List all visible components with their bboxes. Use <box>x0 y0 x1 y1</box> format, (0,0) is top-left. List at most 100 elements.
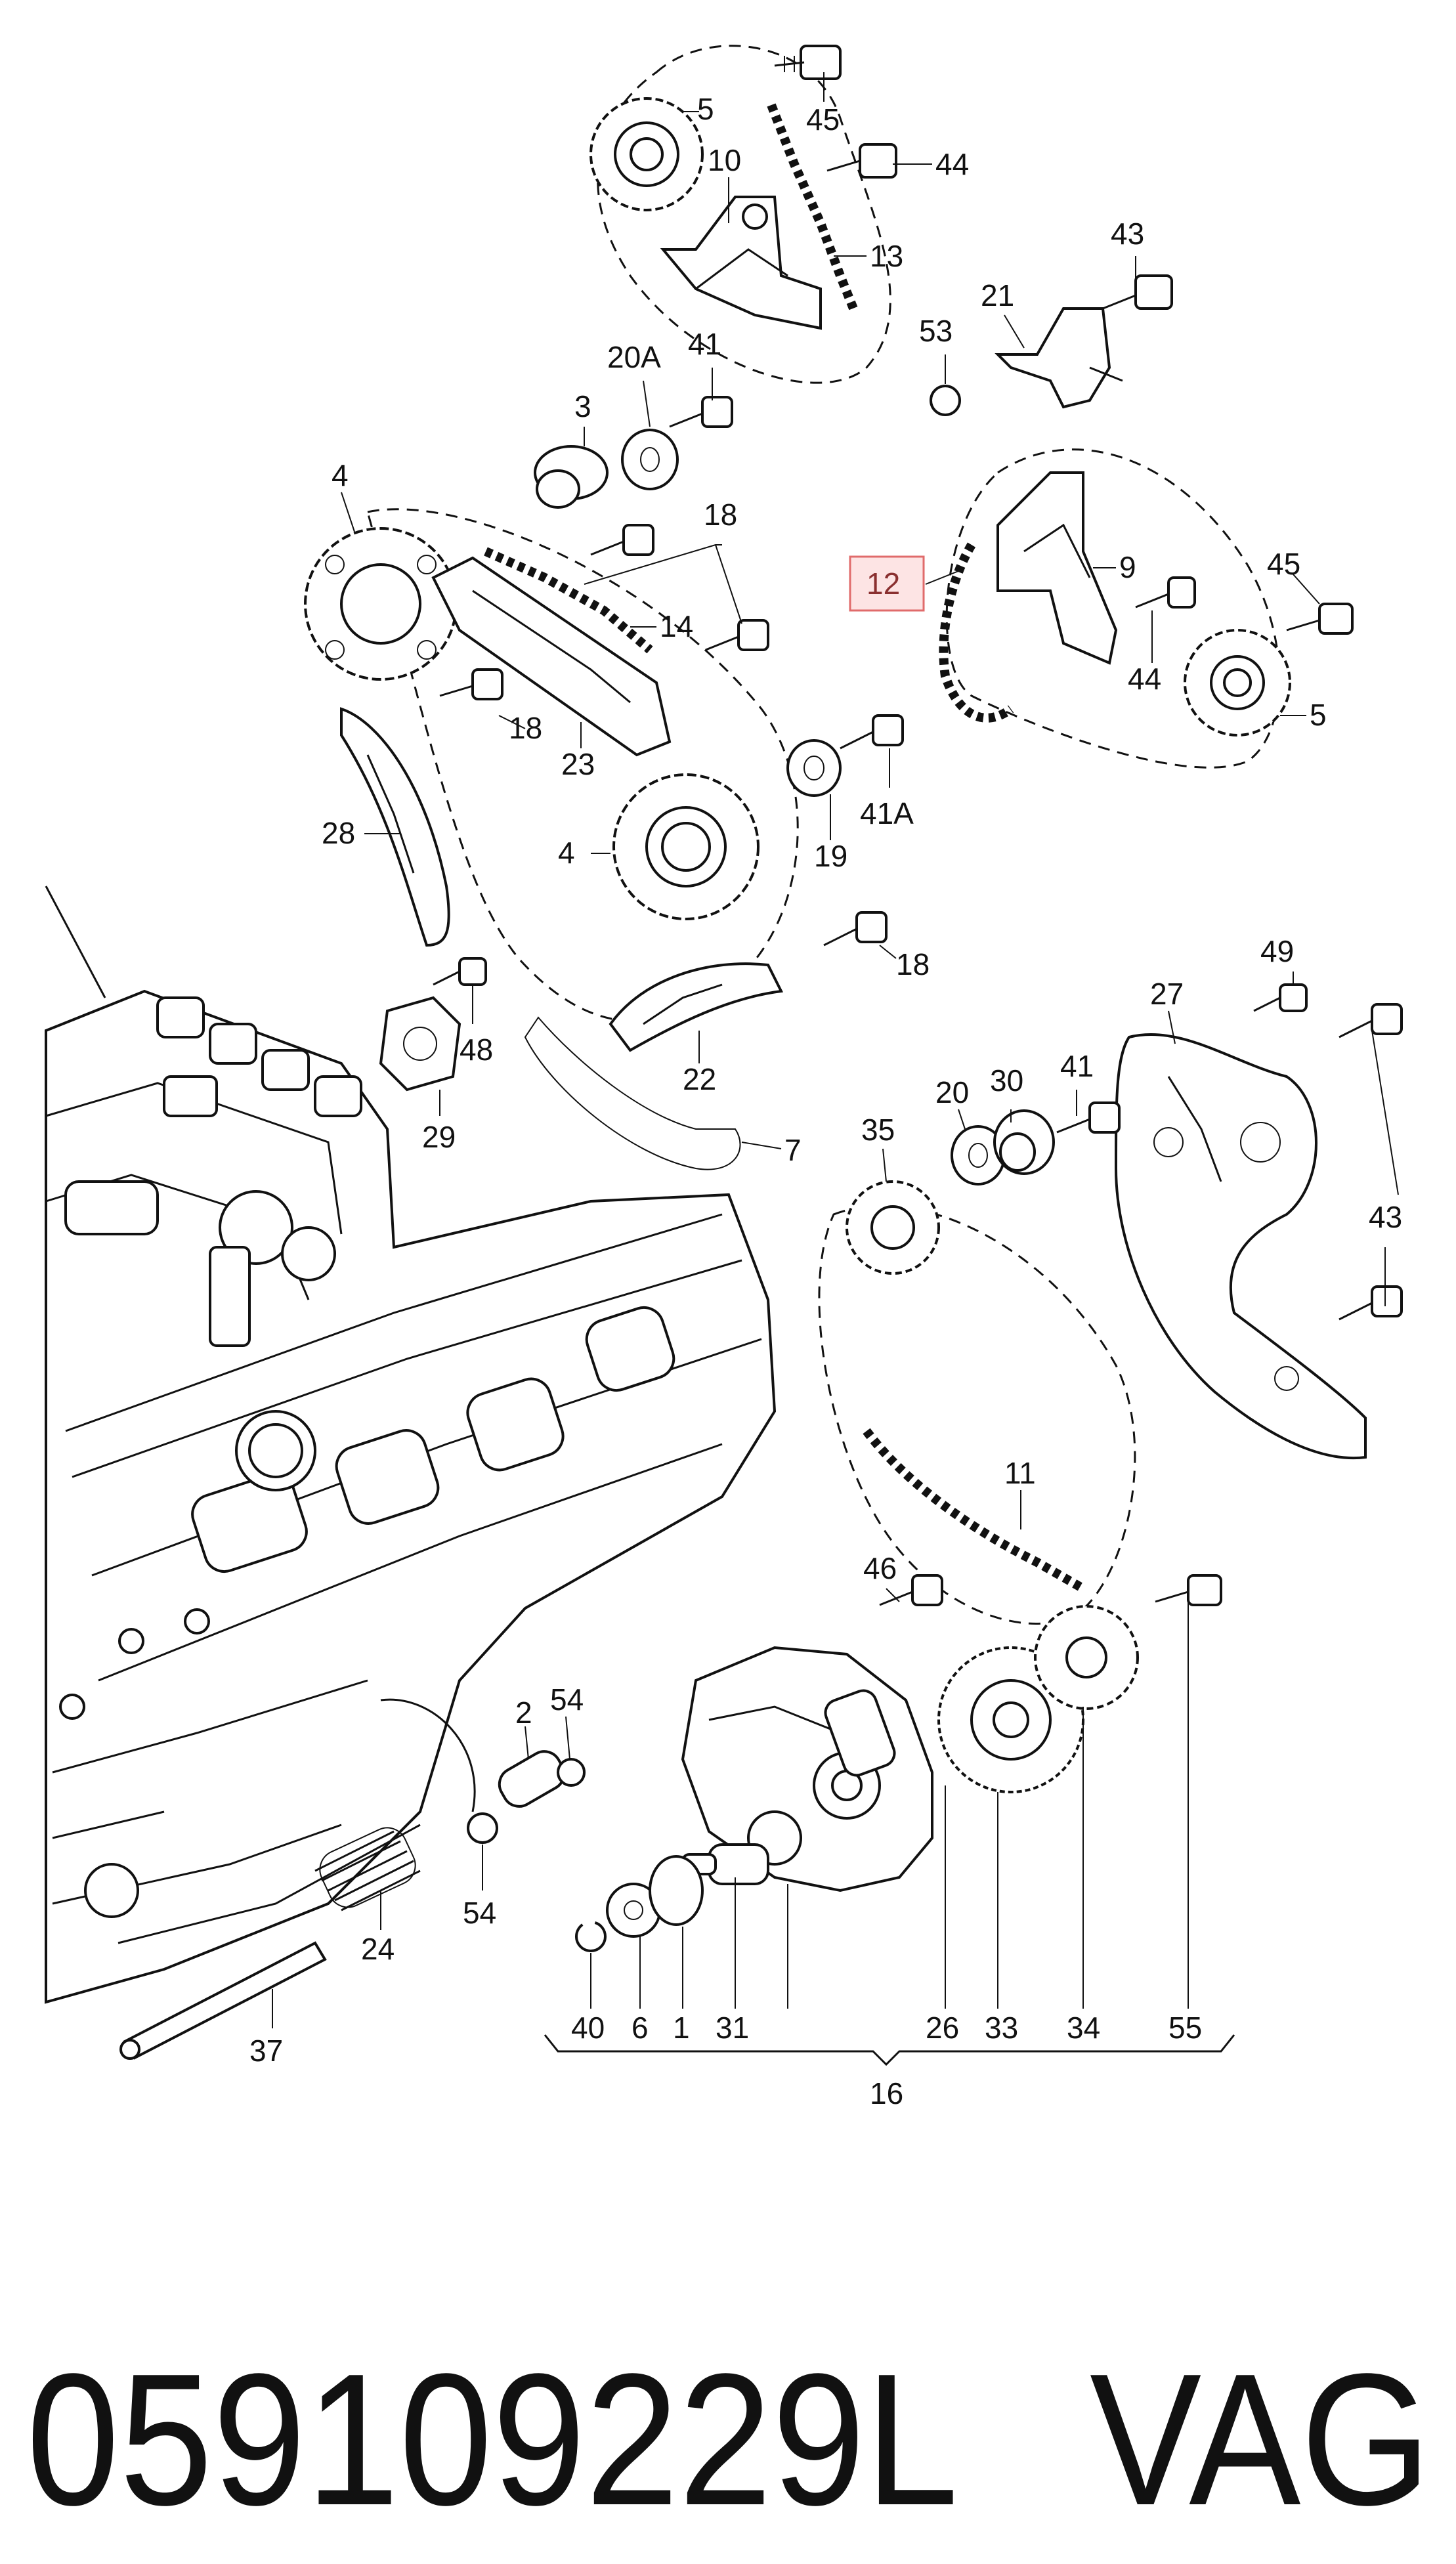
callout-45-top: 45 <box>806 102 840 137</box>
callout-10: 10 <box>708 143 741 177</box>
callout-44-right: 44 <box>1128 662 1161 696</box>
tensioner-10 <box>660 196 822 330</box>
callout-31: 31 <box>716 2011 749 2045</box>
callout-3: 3 <box>574 389 591 423</box>
bearing-30 <box>993 1109 1055 1175</box>
sprocket-4-lower <box>612 773 760 920</box>
callout-35: 35 <box>861 1113 895 1147</box>
callout-14: 14 <box>660 609 693 643</box>
bolt-43-top <box>1102 274 1173 310</box>
callout-27: 27 <box>1150 977 1184 1011</box>
callout-12-highlight <box>849 555 925 612</box>
sprocket-35 <box>846 1180 940 1275</box>
bolt-49 <box>1253 983 1308 1012</box>
washer-20A <box>621 429 679 490</box>
callout-40: 40 <box>571 2011 605 2045</box>
sprocket-4-upper <box>304 527 458 681</box>
engine-block <box>45 886 777 2004</box>
bolt-41-top <box>669 396 733 428</box>
callout-2: 2 <box>515 1696 532 1730</box>
callout-43-right: 43 <box>1369 1200 1402 1234</box>
callout-41-top: 41 <box>688 327 721 361</box>
oring-54-bot <box>467 1812 498 1844</box>
callout-37: 37 <box>249 2034 283 2068</box>
bolt-44-right <box>1135 576 1196 609</box>
oring-53 <box>930 385 961 416</box>
brand-name: VAG <box>1090 2334 1431 2544</box>
group-bracket-16 <box>544 2034 1235 2066</box>
oring-1 <box>649 1855 704 1926</box>
bolts-18-pair <box>590 524 769 651</box>
tensioner-9 <box>996 471 1118 665</box>
callout-12: 12 <box>867 566 900 601</box>
callout-44-top: 44 <box>935 147 969 181</box>
bracket-21 <box>995 307 1123 409</box>
chain-7 <box>524 1016 741 1170</box>
bolt-44-top <box>826 143 897 179</box>
chain-14 <box>484 547 653 654</box>
guide-23 <box>431 556 672 757</box>
callout-45-right: 45 <box>1267 547 1300 581</box>
bolt-41-mid <box>1056 1101 1121 1134</box>
callout-7: 7 <box>784 1133 802 1167</box>
bolt-43-lower-right <box>1338 1285 1403 1321</box>
callout-41-mid: 41 <box>1060 1049 1094 1083</box>
washer-19 <box>786 739 842 797</box>
bolt-41A <box>840 714 904 750</box>
rod-37 <box>119 1941 327 2060</box>
callout-46: 46 <box>863 1551 897 1585</box>
callout-54-top: 54 <box>550 1682 584 1717</box>
callout-20A: 20A <box>607 340 661 374</box>
bolt-45-top <box>774 45 842 80</box>
pump-housing-16 <box>681 1646 933 1892</box>
callout-43-top: 43 <box>1111 217 1144 251</box>
callout-28: 28 <box>322 816 355 850</box>
callout-9: 9 <box>1119 550 1136 584</box>
part-number: 059109229L <box>26 2334 958 2544</box>
bolt-48 <box>433 957 487 986</box>
callout-22: 22 <box>683 1062 716 1096</box>
right-housing-outline <box>945 448 1281 769</box>
callout-23: 23 <box>561 747 595 781</box>
upper-housing-outline <box>597 45 891 384</box>
bolt-45-right <box>1286 603 1354 635</box>
callout-33: 33 <box>985 2011 1018 2045</box>
guide-22 <box>609 962 784 1052</box>
callout-5-top: 5 <box>697 92 714 126</box>
chain-11 <box>863 1428 1086 1593</box>
callout-5-right: 5 <box>1310 698 1327 732</box>
bolt-43-upper-right <box>1338 1003 1403 1038</box>
callout-19: 19 <box>814 839 847 873</box>
chain-12 <box>939 542 1014 723</box>
cover-27 <box>1114 1033 1367 1460</box>
callout-11: 11 <box>1004 1456 1036 1490</box>
callout-18-c: 18 <box>896 947 930 981</box>
circlip-40 <box>575 1921 607 1952</box>
left-bank-outline <box>366 508 799 1023</box>
sprocket-5-top <box>589 97 704 211</box>
callout-6: 6 <box>632 2011 649 2045</box>
leader-lines <box>272 72 1399 2066</box>
callout-13: 13 <box>870 239 903 273</box>
callout-30: 30 <box>990 1063 1023 1098</box>
callout-18-b: 18 <box>509 711 542 745</box>
callout-24: 24 <box>361 1932 395 1966</box>
bolt-46 <box>879 1574 943 1606</box>
callout-16: 16 <box>870 2076 903 2110</box>
callout-1: 1 <box>673 2011 690 2045</box>
callout-4-mid: 4 <box>558 836 575 870</box>
bolt-55 <box>1155 1574 1222 1606</box>
bolt-18-low <box>823 911 888 947</box>
sprocket-5-right <box>1184 629 1291 737</box>
callout-29: 29 <box>422 1120 456 1154</box>
callout-48: 48 <box>460 1033 493 1067</box>
callout-55: 55 <box>1168 2011 1202 2045</box>
plunger-2 <box>498 1750 566 1808</box>
oring-54-top <box>557 1758 586 1787</box>
callout-49: 49 <box>1260 934 1294 968</box>
flange-29 <box>379 996 461 1092</box>
callout-4-top: 4 <box>332 458 349 492</box>
bolt-18-mid <box>439 668 503 700</box>
callout-54-bot: 54 <box>463 1896 496 1930</box>
